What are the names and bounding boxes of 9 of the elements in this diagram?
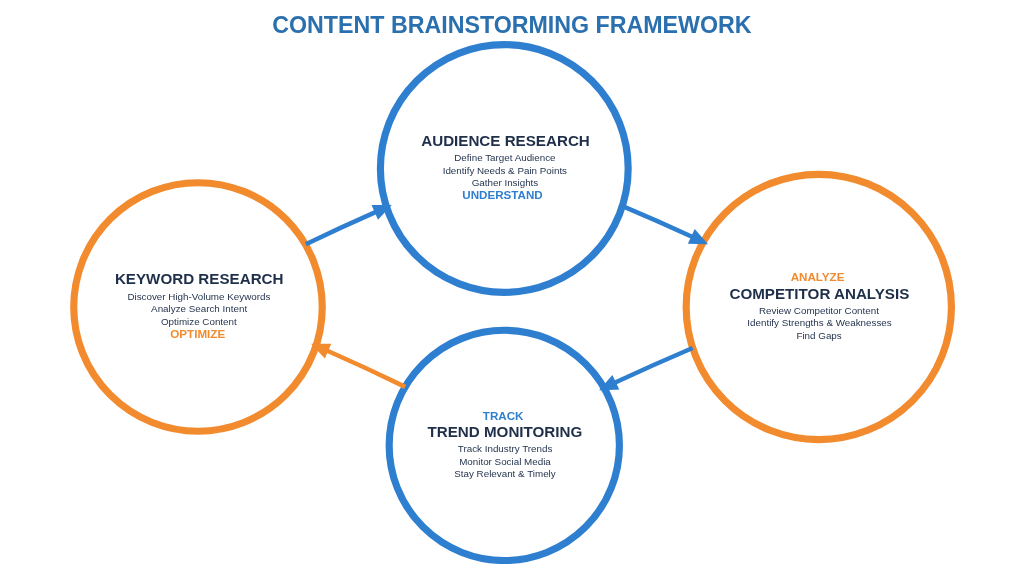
- node-circle: KEYWORD RESEARCH Discover High-Volume Keywords Analyze Search Intent Optimize Content OPTIMIZE: [69, 179, 326, 435]
- arrow: [621, 204, 708, 245]
- diagram-title: CONTENT BRAINSTORMING FRAMEWORK: [271, 11, 752, 38]
- node-circle: ANALYZE COMPETITOR ANALYSIS Review Competitor Content Identify Strengths & Weaknesses Find Gaps: [682, 170, 955, 444]
- node-circle: TRACK TREND MONITORING Track Industry Trends Monitor Social Media Stay Relevant & Timely: [385, 326, 623, 564]
- arrow: [310, 343, 406, 389]
- node-circle: AUDIENCE RESEARCH Define Target Audience Identify Needs & Pain Points Gather Insights UNDERSTAND: [376, 41, 632, 296]
- arrow: [304, 204, 392, 247]
- arrow: [598, 345, 693, 391]
